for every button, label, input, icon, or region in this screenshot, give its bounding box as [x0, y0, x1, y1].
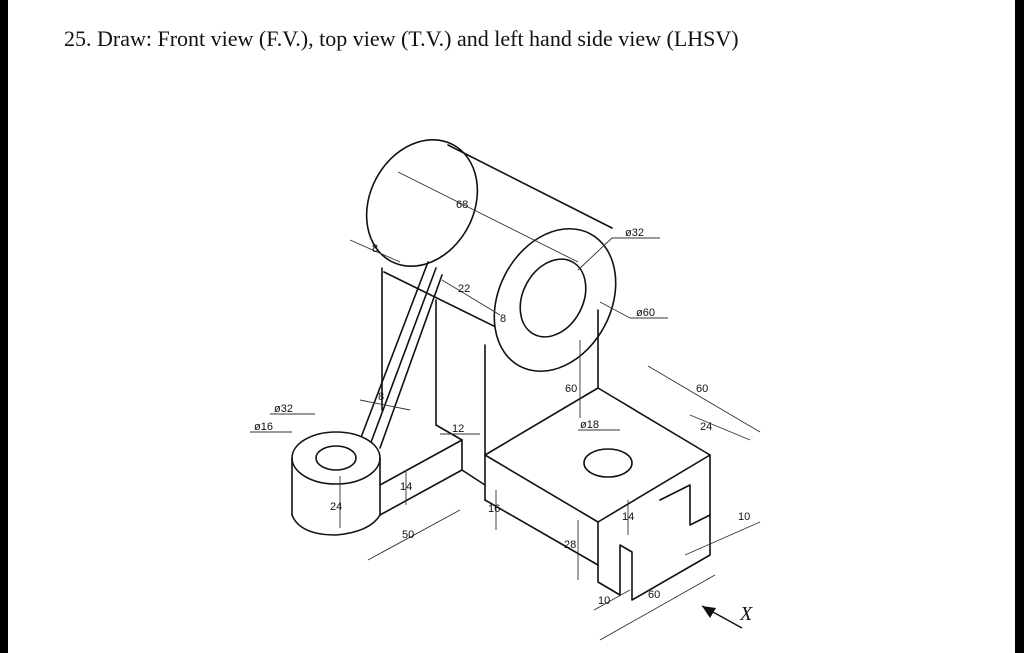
- dim-label-dia16-boss: ø16: [254, 421, 273, 433]
- dimension-lines: [250, 171, 761, 641]
- dim-label-dia32-cylinder: ø32: [625, 227, 644, 239]
- rib-edge-3: [379, 274, 443, 449]
- arm-top-edge: [379, 439, 463, 486]
- base-slot: [659, 484, 711, 526]
- dim-label-dia32-boss: ø32: [274, 403, 293, 415]
- question-text: Draw: Front view (F.V.), top view (T.V.)…: [97, 26, 739, 51]
- dim-label-60-bottom: 60: [648, 589, 660, 601]
- dim-label-14-arm: 14: [400, 481, 412, 493]
- dim-label-dia60-cylinder: ø60: [636, 307, 655, 319]
- dimline-10-side: [684, 521, 761, 556]
- base-front-faces: [597, 454, 711, 601]
- dim-label-60-right: 60: [696, 383, 708, 395]
- dim-label-22: 22: [458, 283, 470, 295]
- object-outline: [291, 139, 711, 601]
- dimline-68: [397, 171, 579, 263]
- dim-label-8-top: 8: [372, 243, 378, 255]
- dim-label-50: 50: [402, 529, 414, 541]
- dim-label-10-side: 10: [738, 511, 750, 523]
- dimline-8-top: [349, 239, 401, 263]
- dim-label-68: 68: [456, 199, 468, 211]
- dim-label-60-height: 60: [565, 383, 577, 395]
- base-lower-edge: [484, 499, 599, 566]
- dim-label-28: 28: [564, 539, 576, 551]
- dim-label-8-web: 8: [378, 391, 384, 403]
- leader-dia60-arrow: [599, 301, 631, 319]
- dim-label-24-right: 24: [700, 421, 712, 433]
- dimline-8-web: [359, 399, 411, 411]
- cylinder-back-face: [365, 139, 479, 267]
- dim-label-16: 16: [488, 503, 500, 515]
- rib-edge-1: [359, 261, 429, 441]
- cylinder-top-edge: [447, 144, 613, 229]
- base-hole: [583, 448, 633, 478]
- question-heading: 25. Draw: Front view (F.V.), top view (T…: [64, 26, 739, 52]
- dim-label-8-mid: 8: [500, 313, 506, 325]
- boss-bottom: [291, 514, 381, 536]
- dimline-10-bottom: [593, 589, 631, 611]
- dimline-22: [441, 279, 501, 316]
- dimline-60-bottom: [599, 574, 716, 641]
- cylinder-bottom-edge: [383, 271, 513, 336]
- dim-label-12: 12: [452, 423, 464, 435]
- arrow-head: [702, 606, 716, 618]
- dim-label-dia18: ø18: [580, 419, 599, 431]
- arm-upper-edges: [379, 424, 463, 516]
- question-number: 25.: [64, 26, 92, 51]
- dim-label-24-boss: 24: [330, 501, 342, 513]
- cylinder-bore: [519, 258, 587, 338]
- cylinder-front-face: [493, 227, 617, 373]
- dimline-60-right: [647, 365, 761, 433]
- arm-step-edge: [461, 469, 486, 486]
- rib-edge-2: [369, 267, 437, 446]
- dimline-24-right: [689, 414, 751, 441]
- dimension-labels: 68 8 22 8 ø32 ø60 60 8 ø32 ø16 12 60 24 …: [254, 199, 750, 607]
- leader-dia32-arrow: [577, 237, 613, 271]
- dim-label-10-bottom: 10: [598, 595, 610, 607]
- view-direction-arrow: X: [701, 603, 753, 629]
- dimline-50: [367, 509, 461, 561]
- direction-x-label: X: [739, 603, 753, 625]
- boss-top: [291, 431, 381, 485]
- dim-label-14-slot: 14: [622, 511, 634, 523]
- boss-hole: [315, 445, 357, 471]
